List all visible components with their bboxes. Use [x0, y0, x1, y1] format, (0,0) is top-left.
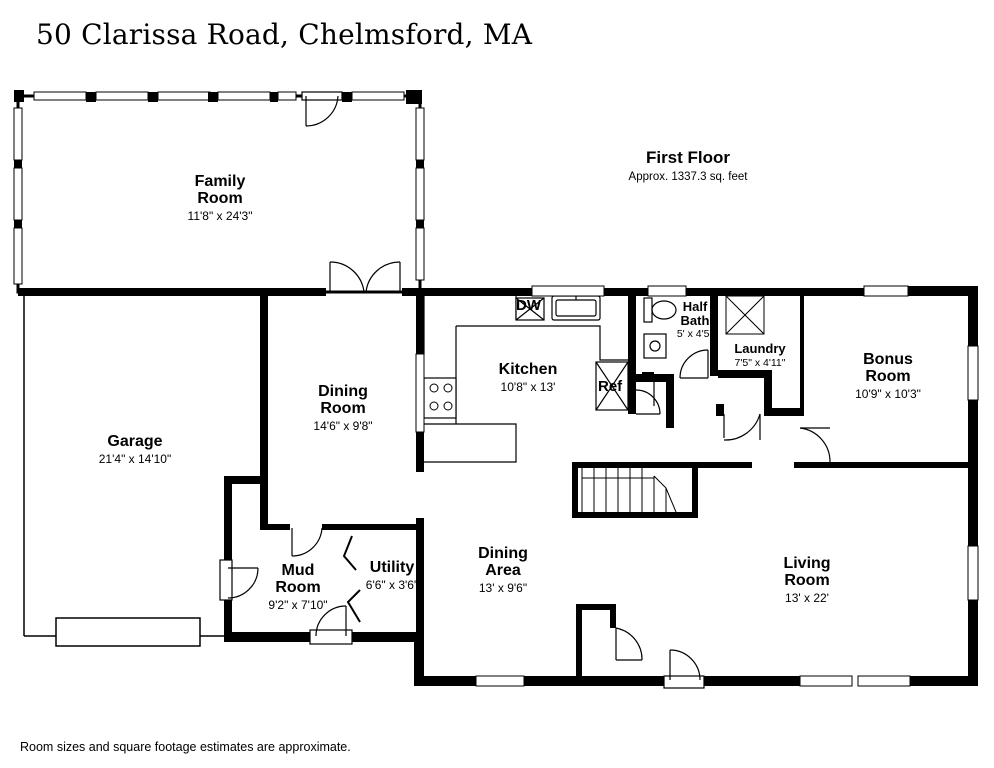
family-room-windows [13, 90, 425, 285]
room-name: Garage [107, 433, 163, 450]
utility-bifold-door [342, 535, 361, 623]
room-label-mud-room: Mud Room 9'2" x 7'10" [268, 562, 328, 612]
room-dimensions: 5' x 4'5" [676, 328, 714, 341]
floor-header: First Floor Approx. 1337.3 sq. feet [629, 148, 748, 183]
room-name-line2: Bath [680, 312, 710, 328]
kitchen-windows [415, 285, 979, 687]
laundry-door [723, 413, 761, 441]
room-dimensions: 21'4" x 14'10" [98, 451, 172, 466]
room-name: Laundry [734, 341, 786, 356]
room-name-line1: Mud [281, 562, 315, 579]
floor-area: Approx. 1337.3 sq. feet [628, 171, 748, 183]
room-dimensions: 11'8" x 24'3" [187, 208, 253, 223]
room-dimensions: 9'2" x 7'10" [268, 597, 328, 612]
room-label-utility: Utility 6'6" x 3'6" [365, 559, 419, 592]
room-label-bonus-room: Bonus Room 10'9" x 10'3" [855, 351, 921, 401]
room-dimensions: 7'5" x 4'11" [734, 356, 786, 369]
dishwasher-label: DW [516, 297, 541, 314]
room-dimensions: 10'8" x 13' [500, 379, 556, 394]
room-name-line1: Bonus [863, 351, 913, 368]
room-name-line2: Room [197, 189, 243, 207]
floor-name: First Floor [645, 148, 731, 167]
room-name-line1: Dining [478, 545, 528, 562]
room-dimensions: 14'6" x 9'8" [313, 418, 373, 433]
laundry-fixtures [725, 295, 803, 408]
room-name-line2: Room [865, 367, 911, 385]
room-name-line2: Room [275, 578, 321, 596]
family-room-door [301, 91, 343, 127]
property-address-title: 50 Clarissa Road, Chelmsford, MA [36, 18, 533, 51]
half-bath-fixtures [643, 297, 709, 379]
disclaimer-footnote: Room sizes and square footage estimates … [20, 740, 351, 754]
room-dimensions: 10'9" x 10'3" [855, 386, 921, 401]
room-name-line1: Dining [318, 383, 368, 400]
room-label-half-bath: Half Bath 5' x 4'5" [677, 300, 713, 340]
room-name-line1: Half [682, 299, 708, 314]
room-label-dining-room: Dining Room 14'6" x 9'8" [313, 383, 373, 433]
room-name: Utility [369, 559, 415, 576]
room-name-line2: Room [784, 571, 830, 589]
room-dimensions: 13' x 22' [785, 590, 829, 605]
room-dimensions: 6'6" x 3'6" [365, 577, 419, 592]
coat-closet-door [615, 627, 643, 661]
room-label-living-room: Living Room 13' x 22' [783, 555, 831, 605]
room-name: Kitchen [498, 361, 558, 378]
room-label-family-room: Family Room 11'8" x 24'3" [187, 173, 253, 223]
room-name-line1: Family [194, 173, 246, 190]
room-name-line2: Area [485, 561, 521, 579]
family-room-french-doors [329, 261, 401, 293]
room-name-line2: Room [320, 399, 366, 417]
room-dimensions: 13' x 9'6" [478, 580, 528, 595]
bonus-room-door [799, 427, 831, 463]
room-label-garage: Garage 21'4" x 14'10" [98, 433, 172, 466]
mud-room-door [291, 527, 323, 557]
garage-walls [23, 296, 224, 647]
room-label-laundry: Laundry 7'5" x 4'11" [734, 342, 785, 369]
mud-room-side-door [219, 559, 259, 601]
mud-room-bottom-door [309, 605, 353, 645]
closet-door [635, 382, 661, 415]
staircase [581, 468, 677, 513]
stove-burners [429, 383, 453, 411]
room-name-line1: Living [783, 555, 831, 572]
front-door [663, 649, 705, 689]
main-walls [18, 286, 978, 686]
room-label-kitchen: Kitchen 10'8" x 13' [498, 361, 558, 394]
refrigerator-label: Ref [598, 378, 623, 395]
room-label-dining-area: Dining Area 13' x 9'6" [478, 545, 528, 595]
kitchen-counters [423, 295, 629, 463]
